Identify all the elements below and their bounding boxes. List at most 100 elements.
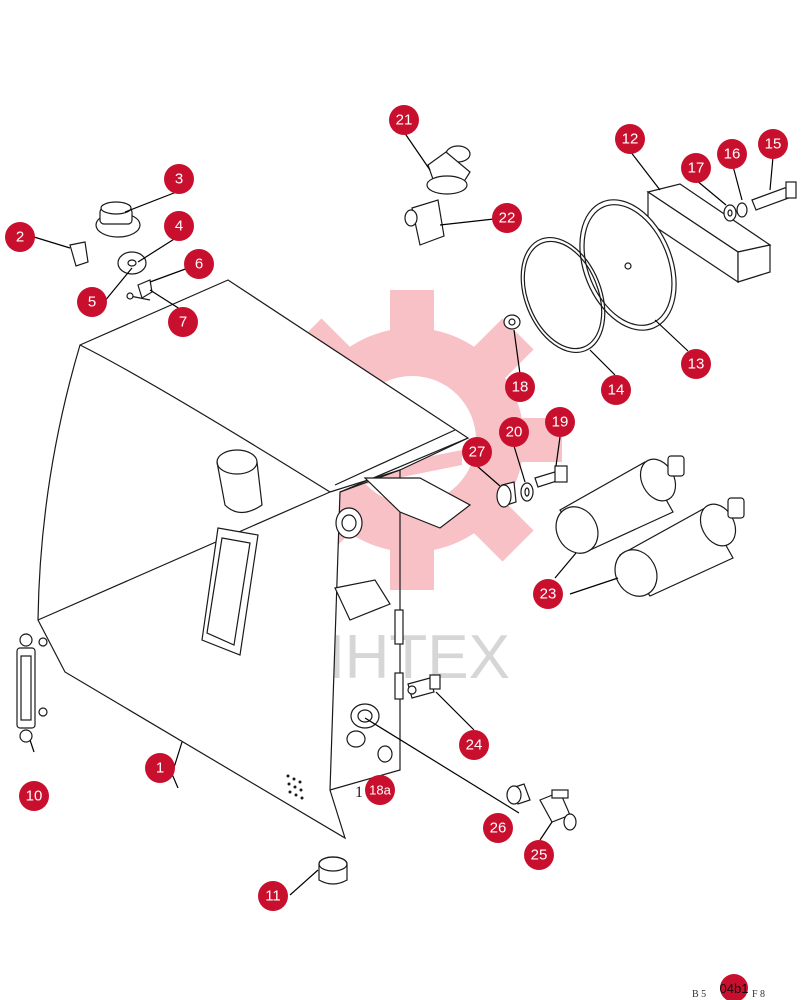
small-bracket [137, 279, 153, 299]
callout-label: 7 [179, 314, 187, 331]
nut-18 [503, 314, 521, 330]
callout-24: 24 [459, 730, 489, 760]
callout-22: 22 [492, 203, 522, 233]
callout-label: 13 [688, 356, 705, 373]
callout-label: 1 [156, 760, 164, 777]
callout-14: 14 [601, 375, 631, 405]
callout-circle [459, 730, 489, 760]
drawing-code-left: B 5 [692, 989, 706, 1000]
cover-gasket [520, 236, 606, 354]
bushing-18a [377, 745, 393, 763]
callout-3: 3 [164, 164, 194, 194]
callout-circle [164, 164, 194, 194]
callout-10: 10 [19, 781, 49, 811]
sensor-24 [407, 674, 441, 699]
filter-element-lower [614, 497, 745, 597]
callout-label: 11 [265, 888, 281, 905]
callout-2: 2 [5, 222, 35, 252]
callout-circle [758, 129, 788, 159]
callout-circle [5, 222, 35, 252]
spacer-27 [496, 481, 517, 508]
clip-part [69, 241, 89, 267]
washer-20 [520, 482, 534, 502]
stray-label: 1 [355, 784, 363, 801]
callout-23: 23 [533, 579, 563, 609]
callout-25: 25 [524, 840, 554, 870]
callout-26: 26 [483, 813, 513, 843]
hydraulic-tank [37, 279, 472, 840]
callout-17: 17 [681, 153, 711, 183]
callout-circle [19, 781, 49, 811]
callout-4: 4 [164, 211, 194, 241]
breather-cap [95, 201, 141, 238]
callout-circle [681, 349, 711, 379]
callout-circle [545, 407, 575, 437]
callout-circle [77, 287, 107, 317]
callout-label: 16 [724, 146, 741, 163]
callout-20: 20 [499, 417, 529, 447]
drawing-code: B 5 04b1 F 8 [692, 974, 765, 1000]
callout-label: 15 [765, 136, 782, 153]
drawing-code-right: F 8 [752, 989, 765, 1000]
callout-circle [164, 211, 194, 241]
callout-label: 17 [688, 160, 705, 177]
callout-circle [389, 105, 419, 135]
bolt-assembly [723, 181, 797, 222]
plug-11 [318, 856, 348, 885]
callout-circle [365, 775, 395, 805]
callout-13: 13 [681, 349, 711, 379]
callout-label: 21 [396, 112, 413, 129]
callout-circle [499, 417, 529, 447]
callout-18a: 18a [365, 775, 395, 805]
callout-label: 27 [469, 444, 486, 461]
gasket-washer [117, 251, 147, 275]
callout-15: 15 [758, 129, 788, 159]
callouts: 1 2 3 4 5 6 7 10 11 12 13 14 15 16 17 18… [5, 105, 788, 911]
callout-label: 6 [195, 256, 203, 273]
callout-label: 18a [369, 783, 391, 798]
callout-circle [524, 840, 554, 870]
callout-circle [483, 813, 513, 843]
mounting-bar [646, 183, 772, 284]
callout-12: 12 [615, 124, 645, 154]
drawing-code-mid: 04b1 [720, 981, 749, 996]
callout-circle [533, 579, 563, 609]
small-screw [126, 292, 151, 301]
filter-head [404, 145, 471, 246]
fitting-26 [506, 783, 531, 805]
callout-7: 7 [168, 307, 198, 337]
drawing-code-circle [720, 974, 748, 1000]
callout-18: 18 [505, 372, 535, 402]
callout-circle [168, 307, 198, 337]
callout-circle [681, 153, 711, 183]
callout-label: 24 [466, 737, 483, 754]
callout-label: 2 [16, 229, 24, 246]
callout-label: 22 [499, 210, 516, 227]
callout-label: 12 [622, 131, 639, 148]
callout-6: 6 [184, 249, 214, 279]
ball-valve-25 [539, 789, 577, 831]
callout-label: 20 [506, 424, 523, 441]
filter-element-upper [555, 455, 685, 554]
callout-label: 14 [608, 382, 625, 399]
callout-16: 16 [717, 139, 747, 169]
callout-circle [462, 437, 492, 467]
callout-label: 5 [88, 294, 96, 311]
callout-circle [258, 881, 288, 911]
callout-label: 18 [512, 379, 529, 396]
callout-label: 26 [490, 820, 507, 837]
callout-21: 21 [389, 105, 419, 135]
callout-circle [615, 124, 645, 154]
callout-circle [145, 753, 175, 783]
callout-5: 5 [77, 287, 107, 317]
callout-circle [717, 139, 747, 169]
callout-label: 19 [552, 414, 569, 431]
callout-label: 23 [540, 586, 557, 603]
callout-circle [184, 249, 214, 279]
callout-label: 25 [531, 847, 548, 864]
bolt-19 [534, 465, 568, 488]
callout-label: 3 [175, 171, 183, 188]
callout-27: 27 [462, 437, 492, 467]
level-gauge [16, 633, 48, 743]
